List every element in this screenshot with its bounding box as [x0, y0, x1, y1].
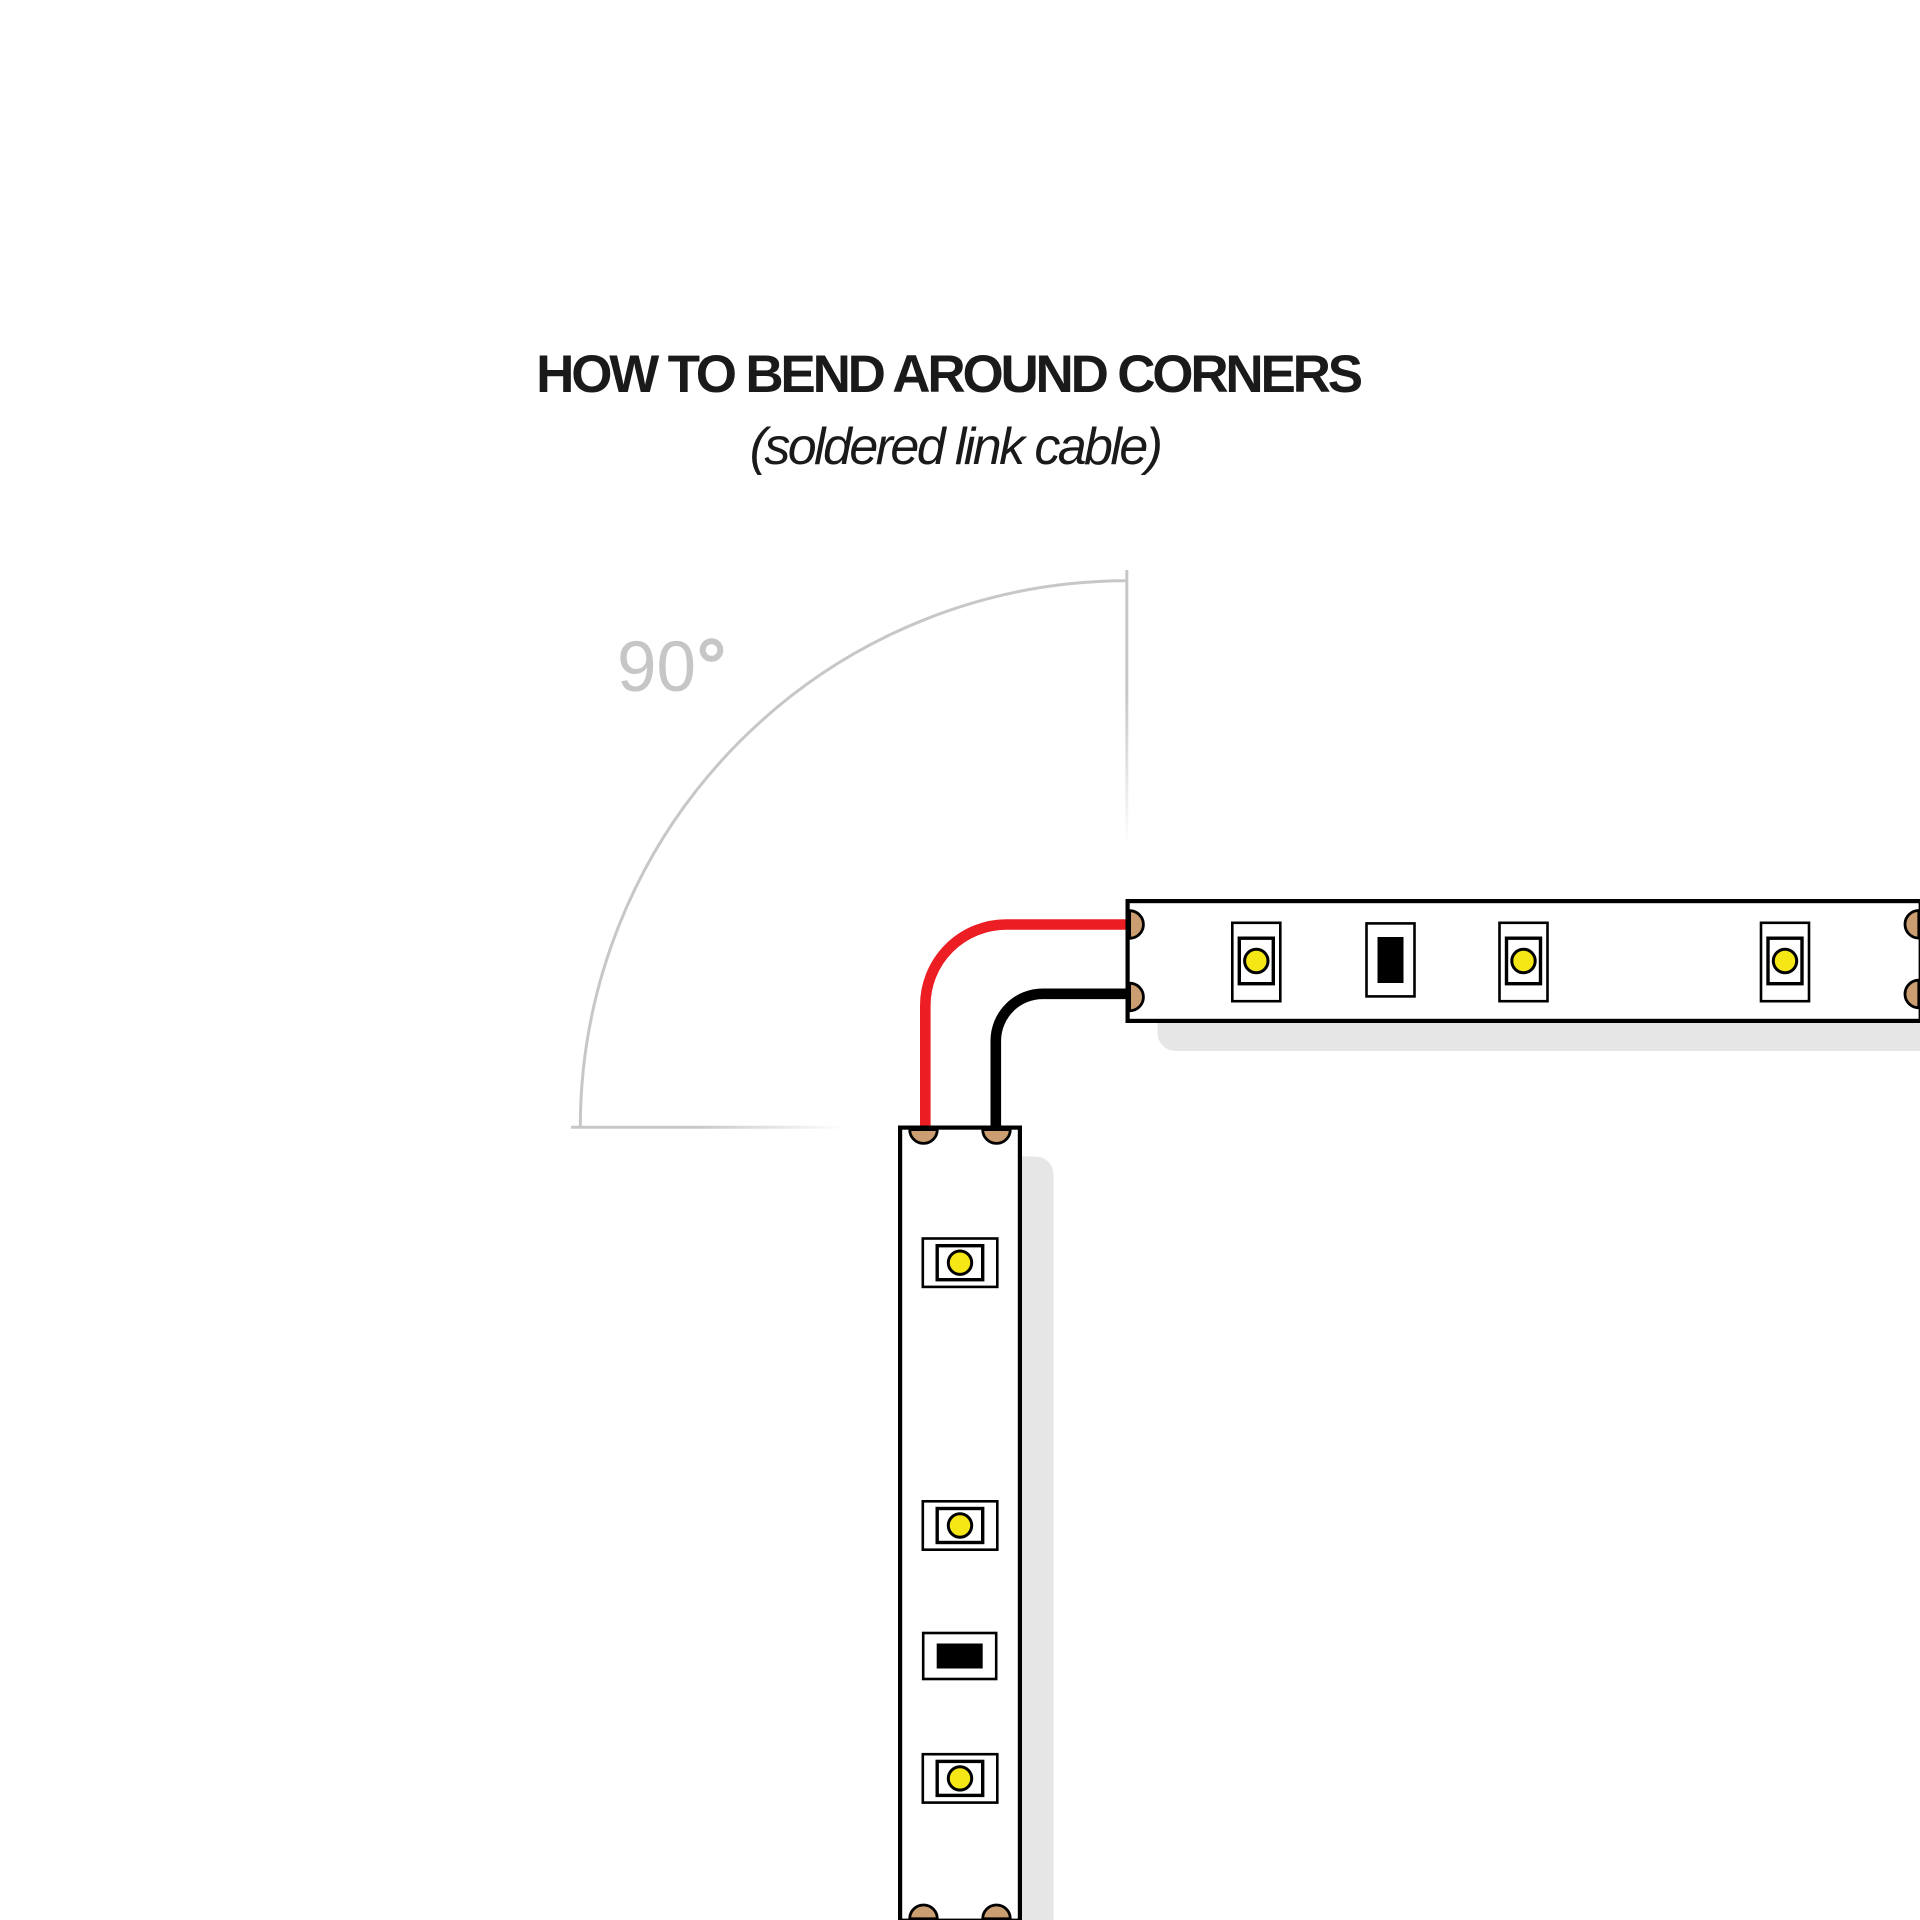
svg-text:(soldered link cable): (soldered link cable) [750, 418, 1161, 476]
svg-text:90: 90 [617, 628, 696, 707]
svg-text:HOW TO BEND AROUND CORNERS: HOW TO BEND AROUND CORNERS [536, 345, 1362, 404]
